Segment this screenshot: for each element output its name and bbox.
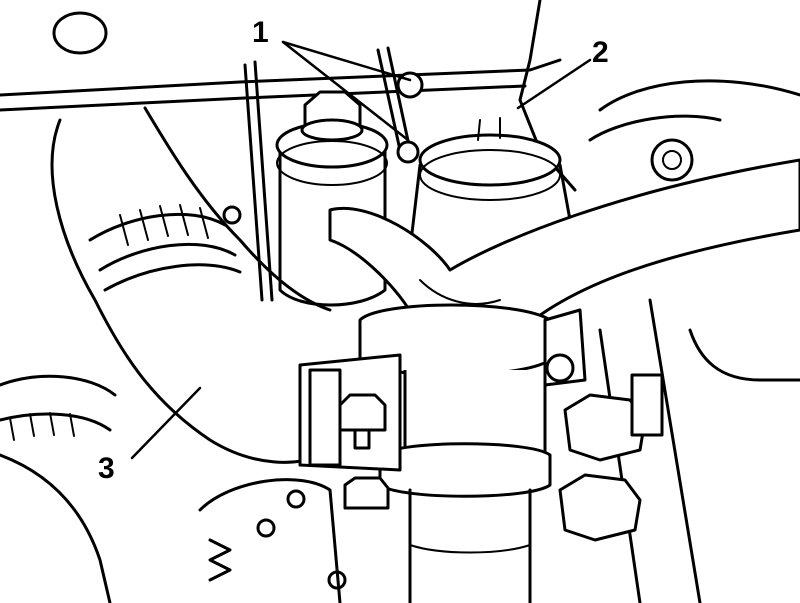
lower-hose-clamp [0, 412, 112, 432]
leader-lines [130, 40, 592, 460]
right-arm-left [598, 328, 642, 603]
clamp-band-ribs [119, 204, 209, 246]
intake-duct [0, 106, 332, 603]
plate-hole-3 [327, 570, 347, 590]
leader-1a [281, 40, 410, 142]
callout-3: 3 [98, 452, 115, 485]
plate-teeth [208, 538, 232, 582]
mount-rod-right-inner [386, 46, 412, 152]
callout-1: 1 [252, 16, 269, 49]
plate-hole-2 [256, 518, 276, 538]
right-bolt-upper-shank [630, 373, 664, 437]
solenoid-canister [243, 46, 424, 307]
frame-top-edge [0, 58, 562, 97]
leader-2 [516, 58, 592, 110]
lower-hose-top [0, 374, 117, 397]
leader-1b [281, 40, 412, 82]
shaft-ring [409, 544, 531, 554]
plate-outline [198, 478, 342, 603]
bar-curve-highlight [419, 279, 501, 305]
right-bolt-lower [558, 473, 642, 542]
mount-rod-left [243, 63, 264, 302]
frame-oval-hole [52, 11, 108, 55]
lower-hose-bottom [0, 453, 112, 603]
mount-rod-left-inner [253, 60, 274, 302]
plate-hole-1 [286, 489, 306, 509]
frame-lower-edge [0, 84, 527, 112]
right-housing-bolt-center [662, 150, 682, 170]
right-housing-bolt [650, 138, 694, 182]
duct-outer-top [143, 106, 332, 312]
bushing-bracket [298, 303, 587, 510]
bracket-stud-upper [353, 428, 371, 450]
upper-frame [0, 0, 800, 192]
bracket-nut-upper [338, 393, 387, 432]
canister-body [278, 148, 387, 307]
right-arm-right [648, 298, 702, 603]
duct-end-ring [103, 263, 242, 292]
right-mount [558, 298, 800, 603]
callout-2: 2 [592, 36, 609, 69]
bracket-left-edge [308, 368, 342, 467]
throttle-tube [408, 117, 572, 252]
tube-flange [418, 133, 562, 187]
right-housing-inner [588, 114, 722, 142]
clamp-screw [222, 205, 242, 225]
duct-clamp-top [88, 212, 227, 242]
tube-right-side [558, 163, 572, 222]
tube-tab [477, 117, 501, 141]
lower-shaft [408, 488, 532, 603]
leader-3 [130, 386, 202, 460]
lower-left-plate [198, 478, 347, 603]
duct-clamp-bottom [98, 242, 237, 272]
bracket-nut-lower [343, 476, 390, 510]
duct-outer-left [50, 118, 332, 464]
bracket-bottom-band [378, 442, 552, 498]
right-arm-flange [688, 328, 800, 382]
lower-clamp-ribs [9, 412, 75, 441]
bracket-right-nut [545, 353, 575, 383]
canister-washer [300, 118, 364, 142]
right-housing-top [598, 79, 800, 112]
mount-rod-right [376, 48, 402, 152]
mount-nut-lower [396, 140, 420, 164]
